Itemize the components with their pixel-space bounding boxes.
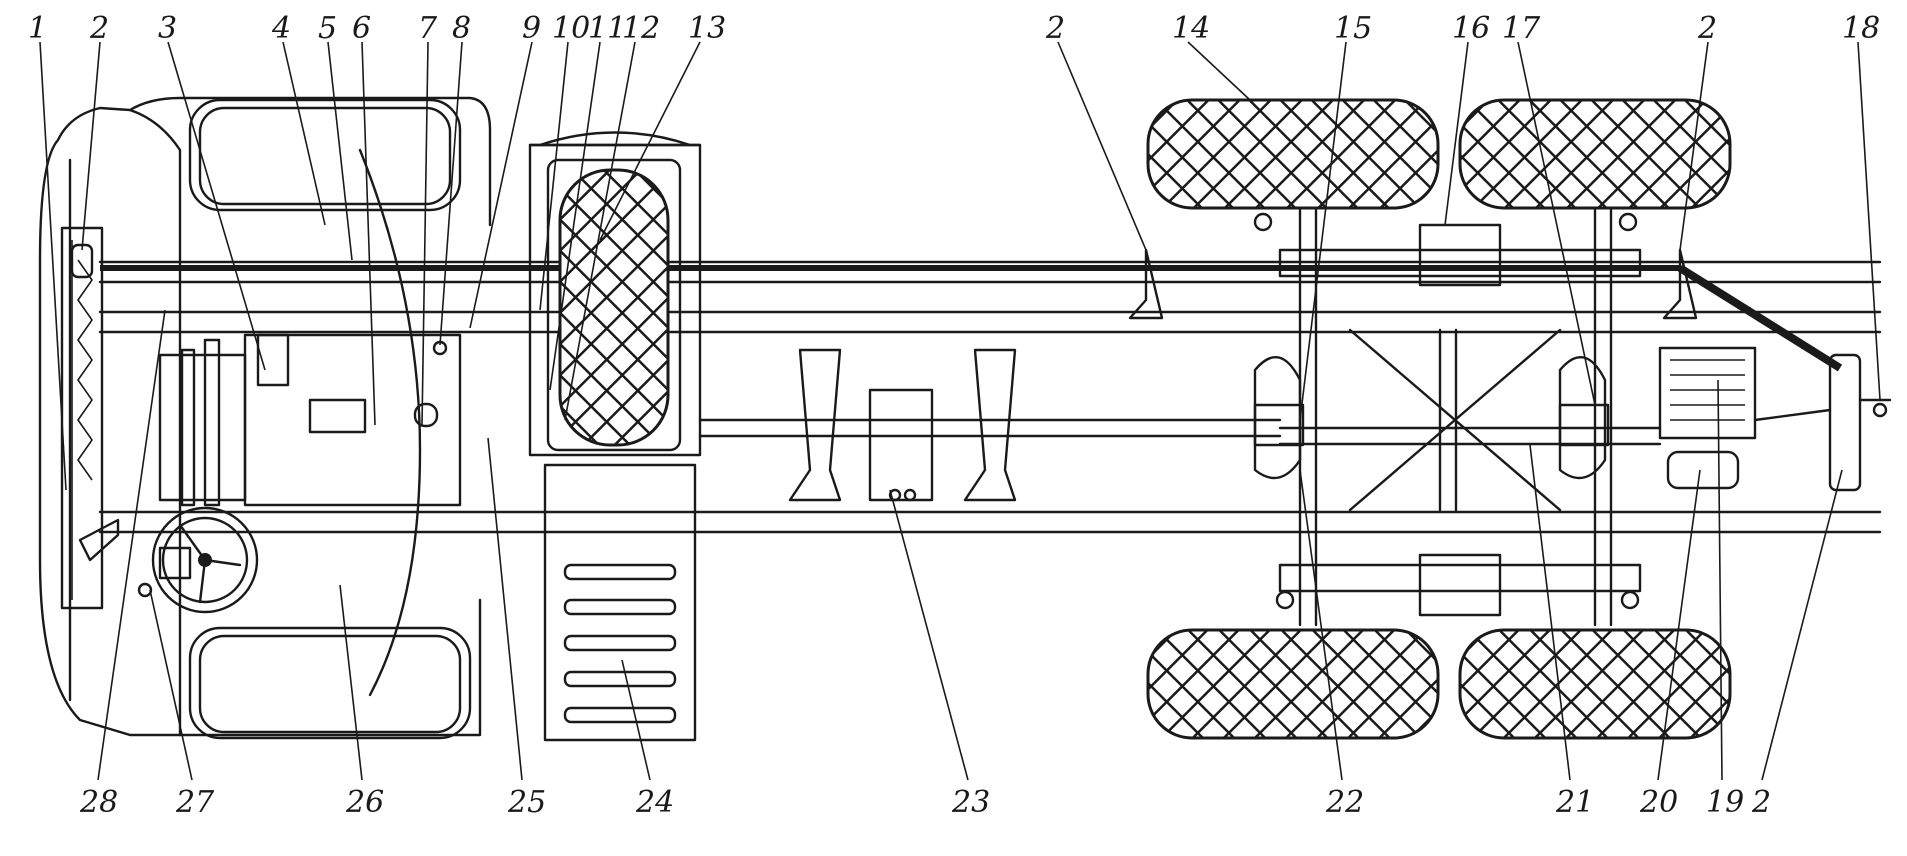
callout-18: 18: [1842, 11, 1880, 46]
step-ladder: [543, 463, 697, 742]
callout-21: 21: [1555, 785, 1594, 820]
callout-27: 27: [175, 785, 215, 820]
callouts-bottom: 28 27 26 25 24 23 22 21 20 19 2: [79, 785, 1771, 820]
callout-12: 12: [622, 11, 660, 46]
transfer-case: [788, 348, 1017, 502]
cab-outline: [38, 96, 492, 737]
spare-wheel-icon: [528, 131, 702, 457]
callout-7: 7: [418, 11, 438, 46]
callout-4: 4: [271, 11, 291, 46]
callout-5: 5: [318, 11, 337, 46]
callout-2b: 2: [1045, 11, 1065, 46]
callout-11: 11: [588, 11, 626, 46]
callout-15: 15: [1334, 11, 1372, 46]
rear-wheel-top-left: [1146, 98, 1440, 210]
callout-8: 8: [452, 11, 471, 46]
frame-rail-upper: [98, 260, 1882, 334]
rear-wheel-bottom-right: [1458, 628, 1732, 740]
callouts-top: 1 2 3 4 5 6 7 8 9 10 11 12 13 2 14 15 16…: [28, 11, 1880, 46]
callout-20: 20: [1639, 785, 1678, 820]
callout-10: 10: [552, 11, 590, 46]
tow-hitch: [1753, 353, 1892, 492]
callout-3: 3: [158, 11, 177, 46]
callout-14: 14: [1172, 11, 1210, 46]
frame-rail-lower: [98, 510, 1882, 534]
callout-2c: 2: [1697, 11, 1717, 46]
callout-25: 25: [507, 785, 546, 820]
callout-6: 6: [352, 11, 371, 46]
callout-1: 1: [28, 11, 47, 46]
fuel-tank: [1666, 450, 1740, 490]
callout-24: 24: [635, 785, 674, 820]
callout-13: 13: [688, 11, 726, 46]
callout-19: 19: [1706, 785, 1744, 820]
callout-9: 9: [522, 11, 541, 46]
callout-28: 28: [79, 785, 118, 820]
driveshaft: [698, 418, 1662, 446]
battery-box: [1658, 346, 1757, 440]
rear-wheel-bottom-left: [1146, 628, 1440, 740]
cable: [100, 264, 1843, 372]
front-fender-bottom: [188, 626, 472, 740]
callout-26: 26: [345, 785, 384, 820]
engine: [158, 333, 462, 507]
callout-23: 23: [951, 785, 990, 820]
callout-22: 22: [1325, 785, 1364, 820]
callout-2a: 2: [89, 11, 109, 46]
callout-17: 17: [1502, 11, 1541, 46]
steering-wheel-icon: [137, 506, 259, 614]
callout-2d: 2: [1751, 785, 1771, 820]
front-fender-top: [188, 98, 462, 212]
rear-wheel-top-right: [1458, 98, 1732, 210]
leader-lines: [39, 41, 1881, 781]
callout-16: 16: [1452, 11, 1490, 46]
bracket-clamps: [1128, 248, 1698, 320]
